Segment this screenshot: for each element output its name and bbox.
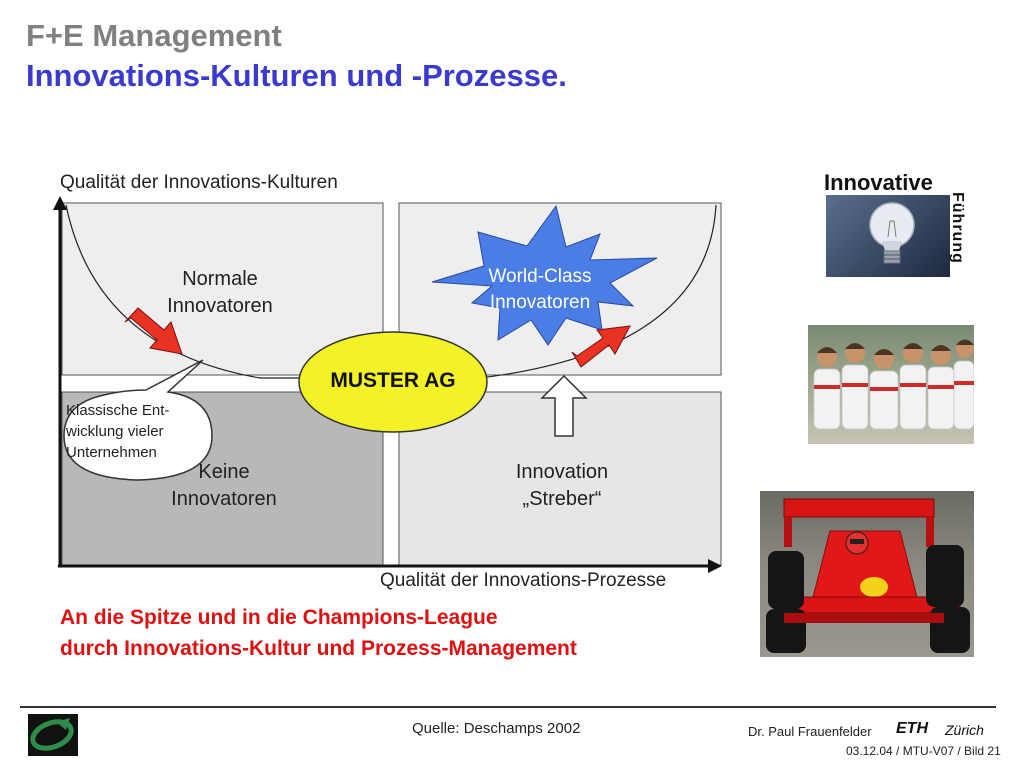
muster-ag-ellipse: [298, 331, 488, 433]
zurich-label: Zürich: [945, 722, 984, 738]
slide-subtitle: Innovations-Kulturen und -Prozesse.: [26, 58, 567, 93]
football-team-photo: [808, 325, 974, 444]
slide-title: F+E Management: [26, 18, 282, 53]
red-arrow-left: [124, 307, 183, 355]
eth-label: ETH: [896, 720, 928, 737]
source-note: Quelle: Deschamps 2002: [412, 720, 581, 737]
y-axis-arrowhead: [53, 196, 67, 210]
logo-icon: [28, 714, 78, 756]
author-name: Dr. Paul Frauenfelder: [748, 724, 872, 739]
footer-divider: [20, 706, 996, 708]
red-arrow-right: [571, 325, 631, 368]
y-axis-label: Qualität der Innovations-Kulturen: [60, 172, 338, 193]
bubble-text: Klassische Ent- wicklung vieler Unterneh…: [66, 402, 170, 461]
logo: [26, 712, 82, 758]
innovative-label: Innovative: [824, 170, 933, 195]
x-axis-label: Qualität der Innovations-Prozesse: [380, 570, 667, 591]
football-players-icon: [813, 339, 974, 430]
fuehrung-vertical-label: Führung: [949, 192, 966, 264]
quadrant-label-none: Keine Innovatoren: [171, 461, 277, 510]
slide-reference: 03.12.04 / MTU-V07 / Bild 21: [846, 744, 1001, 758]
speech-bubble: [63, 359, 213, 481]
racing-car-icon: [766, 498, 970, 653]
slogan: An die Spitze und in die Champions-Leagu…: [60, 606, 577, 660]
x-axis-arrowhead: [708, 559, 722, 573]
quadrant-label-streber: Innovation „Streber“: [515, 461, 609, 510]
quadrant-label-world-class: World-Class Innovatoren: [488, 266, 592, 313]
muster-ag-label: MUSTER AG: [330, 369, 456, 392]
improvement-up-arrow: [540, 374, 588, 437]
light-bulb-photo: [826, 195, 950, 277]
world-class-star: [431, 204, 658, 346]
light-bulb-icon: [869, 202, 915, 264]
formula-one-car-photo: [760, 491, 974, 657]
quadrant-label-normal: Normale Innovatoren: [167, 268, 273, 317]
